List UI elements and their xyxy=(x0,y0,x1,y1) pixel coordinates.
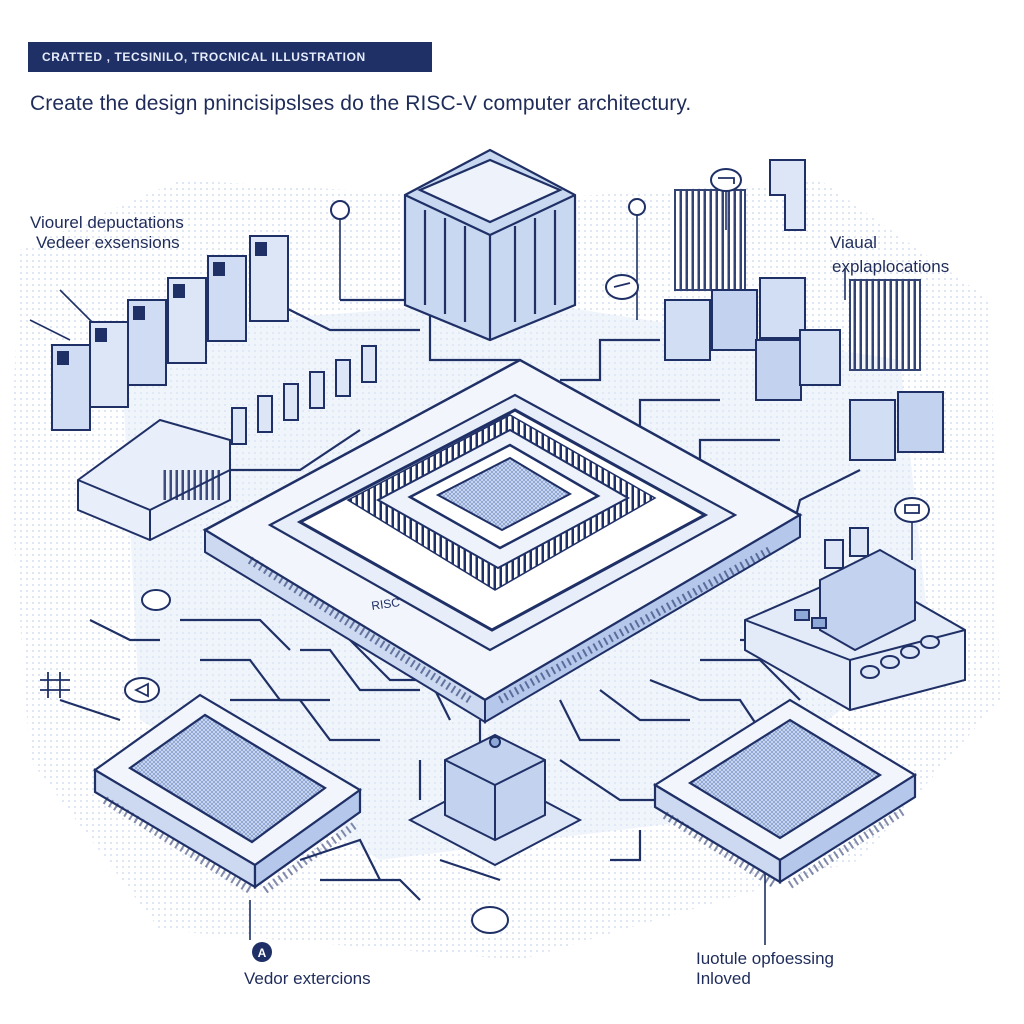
callout-marker-4 xyxy=(605,274,639,300)
diagram-headline: Create the design pnincisipslses do the … xyxy=(30,92,692,115)
right-label-line1: Viaual xyxy=(830,233,877,252)
callout-marker-6 xyxy=(124,677,160,703)
callout-marker-1 xyxy=(330,200,350,220)
marker-glyphs xyxy=(40,177,920,698)
callout-marker-7 xyxy=(141,589,171,611)
callout-marker-8 xyxy=(471,906,509,934)
chip-label: RISC xyxy=(370,595,401,613)
callout-markers xyxy=(124,168,930,934)
bottom-right-chip xyxy=(652,698,918,889)
marker-a-letter: A xyxy=(258,946,267,960)
bottom-left-label: Vedor extercions xyxy=(244,969,371,988)
io-block xyxy=(77,418,231,542)
header-banner: CRATTED , TECSINILO, TROCNICAL ILLUSTRAT… xyxy=(28,42,432,72)
controller-block xyxy=(744,527,966,712)
right-module-cluster xyxy=(664,159,944,461)
callout-marker-5 xyxy=(894,497,930,523)
bottom-left-chip xyxy=(92,693,363,894)
callout-marker-3 xyxy=(710,168,742,192)
tower-block xyxy=(403,148,577,342)
memory-module-stack xyxy=(51,235,289,431)
bottom-center-component xyxy=(407,733,583,867)
bottom-right-label-line1: Iuotule opfoessing xyxy=(696,949,834,968)
marker-a: A xyxy=(252,942,272,962)
top-left-label-line2: Vedeer exsensions xyxy=(36,233,180,252)
right-label-line2: explaplocations xyxy=(832,257,950,276)
top-left-label-line1: Viourel depuctations xyxy=(30,213,184,232)
component-row xyxy=(231,345,377,445)
package-pins xyxy=(247,546,772,704)
bottom-right-label-line2: Inloved xyxy=(696,969,751,988)
callout-marker-2 xyxy=(628,198,646,216)
